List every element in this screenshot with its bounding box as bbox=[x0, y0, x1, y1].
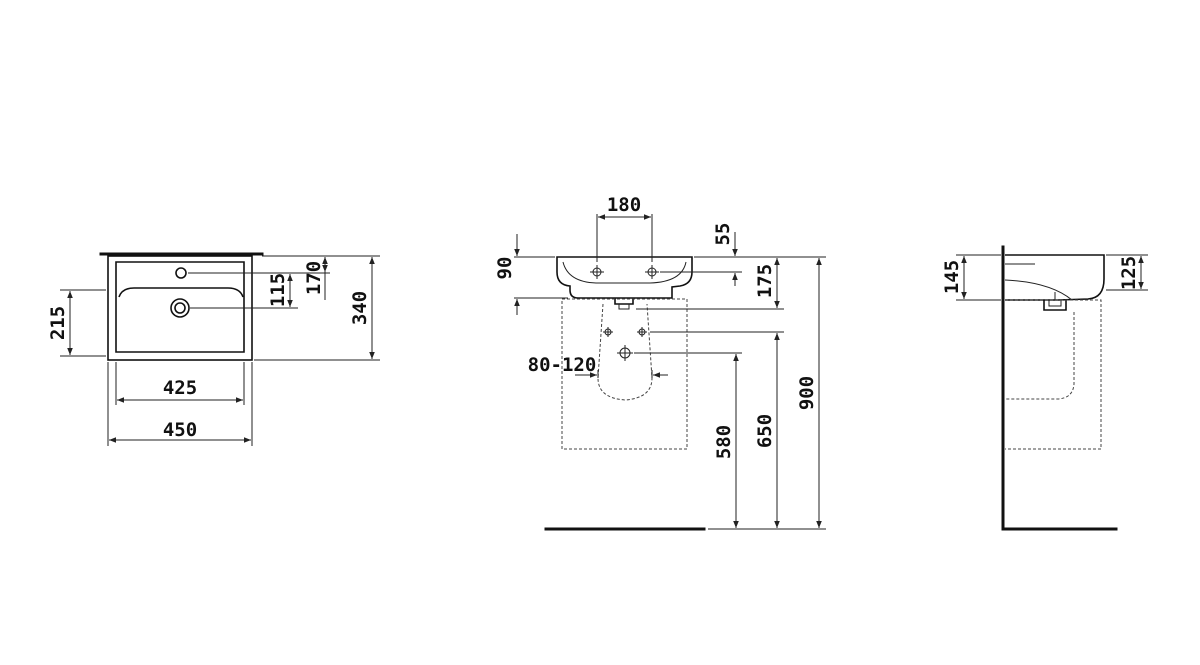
side-view-pedestal-dashed bbox=[1005, 312, 1075, 400]
dim-label-180: 180 bbox=[607, 194, 641, 216]
dim-label-450: 450 bbox=[163, 419, 197, 441]
dim-label-115: 115 bbox=[267, 273, 289, 307]
dim-label-425: 425 bbox=[163, 377, 197, 399]
front-view-tap-hole-left bbox=[590, 265, 604, 279]
front-view-waste-outlet bbox=[614, 298, 634, 305]
top-view-tap-hole bbox=[175, 267, 187, 279]
front-view-fixing-hole-right bbox=[637, 327, 647, 337]
front-view-waste-connection bbox=[617, 345, 633, 361]
top-view-waste-inner bbox=[174, 302, 186, 314]
dim-label-145: 145 bbox=[941, 260, 963, 294]
front-view-pedestal-dashed bbox=[597, 303, 653, 401]
dim-label-125: 125 bbox=[1118, 256, 1140, 290]
dim-label-90: 90 bbox=[494, 257, 516, 280]
dim-label-650: 650 bbox=[754, 414, 776, 448]
front-view-basin-outline bbox=[556, 256, 693, 299]
front-view-tap-hole-right bbox=[645, 265, 659, 279]
front-view-fixing-hole-left bbox=[603, 327, 613, 337]
side-view: 145 125 bbox=[941, 245, 1148, 531]
dim-label-900: 900 bbox=[796, 376, 818, 410]
dim-label-170: 170 bbox=[303, 261, 325, 295]
top-view-waste-outer bbox=[170, 298, 190, 318]
side-view-cabinet-dashed bbox=[1005, 299, 1102, 450]
dim-label-55: 55 bbox=[712, 223, 734, 246]
top-view: 425 450 340 170 115 215 bbox=[47, 252, 380, 446]
side-view-basin-outline bbox=[1005, 254, 1105, 301]
front-view: 180 55 90 175 80-120 900 650 580 bbox=[494, 194, 826, 531]
dim-label-580: 580 bbox=[713, 425, 735, 459]
dim-label-340: 340 bbox=[349, 291, 371, 325]
front-view-cabinet-dashed bbox=[561, 298, 688, 450]
dim-label-215: 215 bbox=[47, 306, 69, 340]
top-view-bowl-outline bbox=[115, 261, 245, 353]
top-view-rim-line bbox=[118, 287, 244, 298]
dim-label-175: 175 bbox=[754, 264, 776, 298]
dim-label-80-120: 80-120 bbox=[528, 354, 597, 376]
side-view-waste-outlet bbox=[1043, 300, 1067, 311]
